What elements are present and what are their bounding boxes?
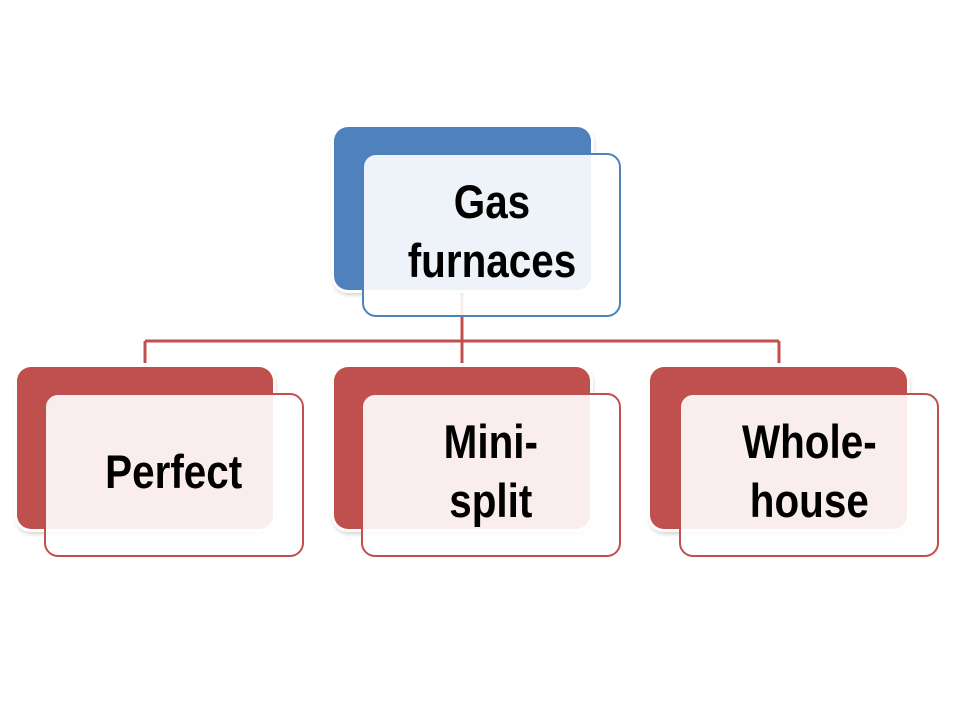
root-node-label: Gas furnaces (407, 175, 576, 287)
child-node-front-shape: Mini- split (361, 393, 621, 557)
child-node-label: Mini- split (443, 415, 539, 527)
child-node-label: Whole- house (741, 415, 877, 527)
root-node-front-shape: Gas furnaces (362, 153, 621, 317)
child-node-label: Perfect (105, 444, 243, 498)
child-node-front-shape: Whole- house (679, 393, 939, 557)
child-node-front-shape: Perfect (44, 393, 304, 557)
